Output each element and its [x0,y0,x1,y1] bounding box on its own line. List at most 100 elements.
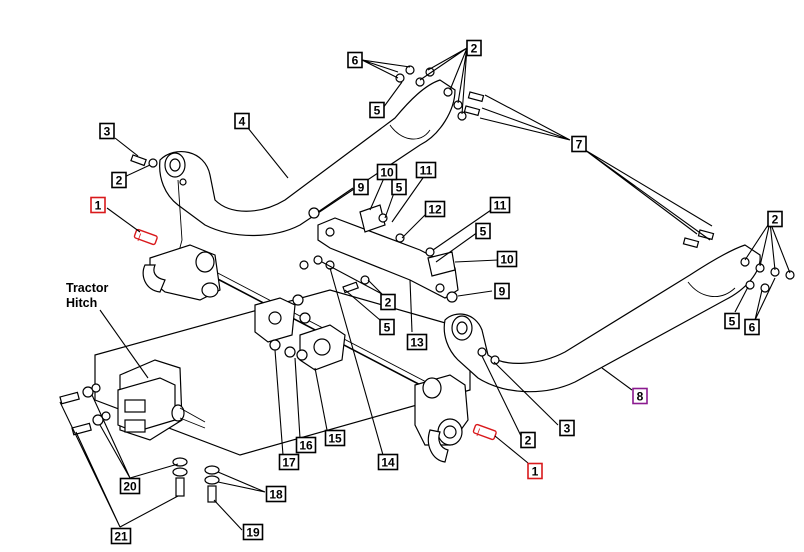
callout-box [347,51,363,69]
callout-number: 12 [428,203,442,217]
callout-5: 5 [391,178,407,196]
callout-box [324,429,346,447]
callout-box [475,222,491,240]
callout-2: 2 [520,431,536,449]
callout-5: 5 [475,222,491,240]
platform-plate [94,289,471,456]
callout-box [559,419,575,437]
callout-box [369,101,385,119]
callout-6: 6 [744,318,760,336]
callout-box [466,39,482,57]
callout-number: 21 [114,530,128,544]
callout-box [415,161,437,179]
lower-lift-arm [443,244,761,393]
callout-box [391,178,407,196]
callout-10: 10 [376,163,398,181]
callout-number: 6 [352,54,359,68]
callout-2: 2 [767,210,783,228]
callout-box [571,135,587,153]
callout-box [377,453,399,471]
callout-1: 1 [527,462,543,480]
callout-3: 3 [99,122,115,140]
callout-box [379,318,395,336]
right-pivot-bracket [414,374,469,463]
callout-20: 20 [119,477,141,495]
callout-9: 9 [353,178,369,196]
callout-18: 18 [265,485,287,503]
callout-number: 2 [116,174,123,188]
callout-box [111,171,127,189]
callout-8: 8 [632,387,648,405]
callout-number: 5 [480,225,487,239]
callout-number: 2 [385,296,392,310]
callout-number: 11 [420,164,433,178]
callout-box [265,485,287,503]
callout-2: 2 [380,293,396,311]
callout-4: 4 [234,112,250,130]
pin-bolt-right [472,423,497,441]
callout-number: 8 [637,390,644,404]
left-pivot-bracket [142,244,221,301]
leader-lines [59,47,791,531]
callout-number: 2 [525,434,532,448]
callout-2: 2 [466,39,482,57]
callout-number: 11 [494,199,507,213]
callout-number: 9 [499,285,506,299]
lower-arm-hardware [682,229,795,293]
callout-box [494,282,510,300]
callout-number: 5 [384,321,391,335]
link-bracket-lower [425,247,456,277]
tractor-hitch-label-line1: Tractor [66,281,109,295]
callout-number: 19 [246,526,260,540]
callout-box [632,387,648,405]
callout-box [376,163,398,181]
callout-box [724,312,740,330]
hitch-hardware [59,383,220,503]
callout-2: 2 [111,171,127,189]
callout-number: 10 [500,253,514,267]
link-bracket-upper [359,204,405,243]
callout-box [744,318,760,336]
callout-box [380,293,396,311]
callout-box [353,178,369,196]
center-flange-plate [299,324,346,371]
callout-box [110,527,132,545]
callout-box [90,196,106,214]
callout-5: 5 [724,312,740,330]
callout-1: 1 [90,196,106,214]
callout-number: 15 [328,432,342,446]
callout-box [295,436,317,454]
callout-box [234,112,250,130]
callout-11: 11 [489,196,511,214]
callout-number: 2 [471,42,478,56]
callout-21: 21 [110,527,132,545]
callout-3: 3 [559,419,575,437]
callout-box [520,431,536,449]
callout-box [496,250,518,268]
callout-box [99,122,115,140]
callout-box [406,333,428,351]
callout-box [242,523,264,541]
callout-number: 13 [410,336,424,350]
callout-box [424,200,446,218]
callout-number: 1 [532,465,539,479]
callout-14: 14 [377,453,399,471]
callout-number: 4 [239,115,246,129]
callout-number: 16 [299,439,313,453]
callout-17: 17 [278,453,300,471]
callout-number: 20 [123,480,137,494]
callout-number: 9 [358,181,365,195]
callout-number: 18 [269,488,283,502]
callout-box [278,453,300,471]
callout-19: 19 [242,523,264,541]
callout-7: 7 [571,135,587,153]
callout-5: 5 [379,318,395,336]
callout-number: 5 [396,181,403,195]
callout-number: 5 [374,104,381,118]
callout-number: 3 [564,422,571,436]
callout-15: 15 [324,429,346,447]
callout-10: 10 [496,250,518,268]
